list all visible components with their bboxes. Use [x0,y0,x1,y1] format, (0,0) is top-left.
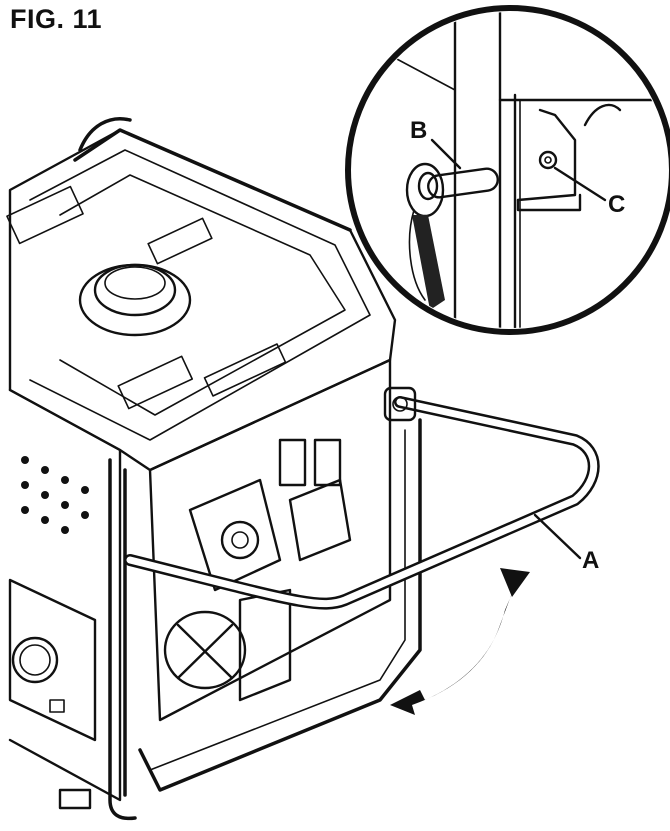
detail-inset [345,5,670,335]
callout-c: C [553,166,625,218]
generator-body [6,117,422,821]
handle-a [124,386,600,610]
callout-c-label: C [608,191,625,218]
figure-title: FIG. 11 [10,4,103,34]
engine-components [163,438,352,702]
callout-b-label: B [410,117,427,144]
callout-a: A [533,513,599,574]
fuel-cap [78,263,192,337]
callout-a-label: A [582,547,599,574]
vent-holes [21,456,89,534]
callout-b: B [410,117,462,170]
rotation-arrow [390,568,530,715]
